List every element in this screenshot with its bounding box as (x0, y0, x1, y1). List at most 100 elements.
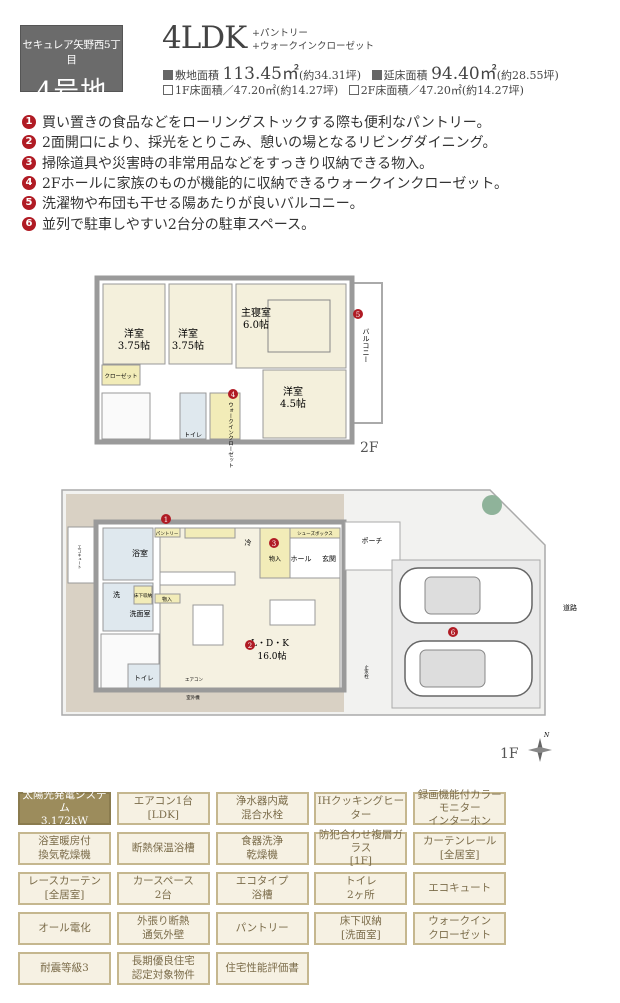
spec-item: 浴室暖房付 換気乾燥機 (18, 832, 111, 865)
feature-text: 2面開口により、採光をとりこみ、憩いの場となるリビングダイニング。 (42, 135, 497, 152)
room-label: 洋室 (178, 327, 198, 340)
ldk-size: 16.0帖 (257, 650, 286, 662)
kitchen-counter (159, 571, 236, 586)
spec-item: エコキュート (413, 872, 507, 905)
marker-number: 5 (356, 311, 360, 319)
spec-item: エコタイプ 浴槽 (215, 872, 309, 905)
tree (482, 495, 502, 515)
room-size: 6.0帖 (243, 318, 269, 331)
room-label: 洋室 (124, 327, 144, 340)
ecocute-unit (67, 526, 95, 584)
number-badge: 2 (22, 135, 36, 150)
sofa (269, 599, 316, 626)
water-valve-label: 止水栓 (364, 664, 369, 680)
marker-3 (269, 538, 279, 548)
bath-label: 浴室 (132, 548, 148, 558)
spec-item: トイレ 2ヶ所 (314, 872, 408, 905)
spec-item: オール電化 (18, 912, 111, 945)
kitchen-cabinet (184, 527, 236, 539)
road-label: 道路 (563, 603, 577, 612)
storage-label: 物入 (162, 596, 172, 603)
marker-number: 3 (272, 540, 276, 548)
outdoor-unit-label: 室外機 (186, 694, 200, 701)
number-badge: 5 (22, 196, 36, 211)
spec-item: 住宅性能評価書 (215, 952, 309, 985)
marker-4 (228, 389, 238, 399)
extra-pantry: +パントリー (252, 28, 308, 39)
underfloor-label: 床下収納 (134, 592, 152, 599)
empty-square-icon (163, 85, 173, 95)
total-area-value: 94.40㎡ (431, 64, 497, 84)
fridge-label: 冷 (245, 538, 252, 547)
number-badge: 4 (22, 176, 36, 191)
feature-text: 2Fホールに家族のものが機能的に収納できるウォークインクローゼット。 (42, 176, 509, 193)
spec-item: レースカーテン [全居室] (18, 872, 111, 905)
room-label: 主寝室 (241, 306, 271, 319)
porch-label: ポーチ (362, 537, 383, 545)
hall-entrance (289, 537, 341, 579)
feature-item: 3 掃除道具や災害時の非常用品などをすっきり収納できる物入。 (22, 153, 508, 173)
shoebox-label: シューズボックス (297, 530, 333, 537)
room-size: 3.75帖 (118, 339, 150, 352)
marker-2 (245, 640, 255, 650)
bathroom (102, 527, 154, 581)
floor-plans: 洋室 3.75帖 洋室 3.75帖 主寝室 6.0帖 洋室 4.5帖 クローゼッ… (61, 275, 577, 762)
room-western-1 (102, 283, 166, 365)
area-line-main: 敷地面積 113.45㎡(約34.31坪) 延床面積 94.40㎡(約28.55… (163, 59, 559, 84)
spec-item: IHクッキングヒーター (314, 792, 408, 825)
feature-text: 掃除道具や災害時の非常用品などをすっきり収納できる物入。 (42, 155, 434, 172)
pantry (154, 527, 181, 538)
washroom-label: 洗面室 (130, 609, 151, 618)
marker-number: 4 (231, 391, 236, 399)
wic-label: ウォークインクローゼット (227, 402, 234, 469)
laundry-label: 洗 (113, 590, 120, 599)
spec-item: カーテンレール [全居室] (413, 832, 507, 865)
toilet-1f (127, 663, 161, 689)
site-area-tsubo: (約34.31坪) (298, 69, 362, 82)
lot-number: 4号地 (35, 77, 108, 107)
porch (344, 521, 401, 571)
filled-square-icon (371, 70, 382, 80)
total-area-tsubo: (約28.55坪) (496, 69, 559, 82)
compass-north-label: N (543, 732, 550, 739)
floor-label-2f: 2F (360, 440, 379, 456)
ecocute-label: エコキュート (78, 545, 83, 569)
room-western-2 (168, 283, 233, 365)
empty-square-icon (348, 85, 359, 95)
marker-number: 6 (451, 629, 456, 637)
area-line-floors: 1F床面積／47.20㎡(約14.27坪) 2F床面積／47.20㎡(約14.2… (163, 82, 524, 98)
ldk-label: L・D・K (251, 639, 289, 649)
storage-kitchen (154, 593, 181, 604)
floor-plan-1f: 浴室 洗 洗面室 床下収納 トイレ パントリー 物入 冷 物入 シューズボックス… (61, 489, 577, 762)
pantry-label: パントリー (156, 531, 179, 537)
hall-label: ホール (291, 555, 312, 563)
closet (101, 364, 141, 386)
extra-wic: +ウォークインクローゼット (252, 41, 374, 52)
floor-plan-2f: 洋室 3.75帖 洋室 3.75帖 主寝室 6.0帖 洋室 4.5帖 クローゼッ… (94, 275, 383, 469)
compass-icon: N (528, 732, 552, 762)
toilet-label: トイレ (184, 432, 202, 439)
entrance-label: 玄関 (322, 554, 336, 563)
storage-closet (259, 527, 291, 579)
balcony-label: バルコニー (362, 328, 370, 363)
spec-item: 長期優良住宅 認定対象物件 (116, 952, 210, 985)
marker-1 (161, 514, 171, 524)
car-roof (424, 576, 481, 615)
spec-item: 太陽光発電システム 3.172kW (18, 789, 111, 827)
stairs (101, 392, 151, 440)
aircon-label: エアコン (185, 677, 203, 683)
car-roof (419, 649, 486, 688)
floor1-area: 1F床面積／47.20㎡(約14.27坪) (175, 84, 339, 97)
room-size: 3.75帖 (172, 339, 204, 352)
spec-item: 耐震等級3 (18, 952, 111, 985)
number-badge: 1 (22, 115, 36, 130)
number-badge: 3 (22, 155, 36, 170)
spec-item: 床下収納 [洗面室] (314, 912, 408, 945)
feature-item: 5 洗濯物や布団も干せる陽あたりが良いバルコニー。 (22, 193, 508, 213)
feature-text: 洗濯物や布団も干せる陽あたりが良いバルコニー。 (42, 196, 364, 213)
room-label: 洋室 (283, 385, 303, 398)
filled-square-icon (163, 70, 173, 80)
room-western-3 (262, 369, 347, 439)
feature-text: 買い置きの食品などをローリングストックする際も便利なパントリー。 (42, 115, 491, 132)
room-size: 4.5帖 (280, 397, 306, 410)
